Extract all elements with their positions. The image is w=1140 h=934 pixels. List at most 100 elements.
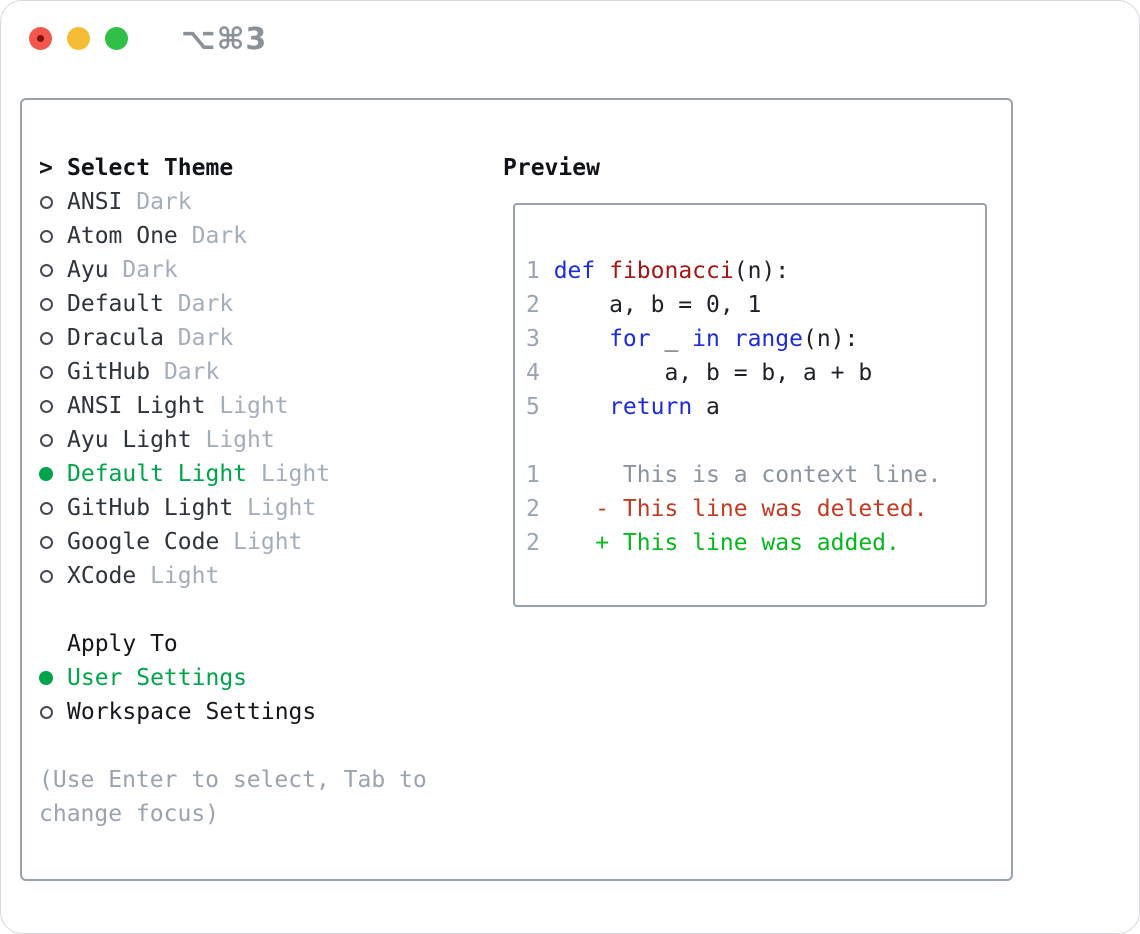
apply-to-header-row: Apply To xyxy=(39,627,427,661)
radio-icon xyxy=(39,467,67,481)
theme-option-ansi-dark[interactable]: ANSI Dark xyxy=(39,185,427,219)
radio-unselected-icon xyxy=(40,297,53,311)
apply-option-label: Workspace Settings xyxy=(67,699,317,725)
radio-icon xyxy=(39,399,67,413)
apply-option-user-settings[interactable]: User Settings xyxy=(39,661,427,695)
theme-option-default-dark[interactable]: Default Dark xyxy=(39,287,427,321)
code-token: a xyxy=(692,394,720,420)
code-token xyxy=(554,390,609,424)
radio-unselected-icon xyxy=(40,501,53,515)
code-token: a, b = b, a + b xyxy=(553,360,873,386)
line-number xyxy=(526,424,554,458)
line-number: 2 xyxy=(526,496,540,522)
theme-variant: Dark xyxy=(136,189,192,215)
code-line: 2 - This line was deleted. xyxy=(526,492,985,526)
code-line: 5 return a xyxy=(526,390,985,424)
radio-unselected-icon xyxy=(40,705,53,719)
theme-name: XCode xyxy=(67,563,137,589)
theme-name: Dracula xyxy=(67,325,164,351)
close-button[interactable] xyxy=(29,27,52,50)
radio-icon xyxy=(39,569,67,583)
theme-name: GitHub Light xyxy=(67,495,234,521)
code-token: return xyxy=(609,394,693,420)
titlebar: ⌥⌘3 xyxy=(1,1,1139,77)
minimize-button[interactable] xyxy=(67,27,90,50)
preview-header: Preview xyxy=(503,155,600,181)
radio-selected-icon xyxy=(39,467,53,481)
theme-name: Default Light xyxy=(67,461,248,487)
code-line: 2 a, b = 0, 1 xyxy=(526,288,985,322)
select-theme-header-row: > Select Theme xyxy=(39,151,427,185)
code-line: 1 This is a context line. xyxy=(526,458,985,492)
radio-selected-icon xyxy=(39,671,53,685)
radio-unselected-icon xyxy=(40,263,53,277)
radio-icon xyxy=(39,195,67,209)
radio-unselected-icon xyxy=(40,399,53,413)
theme-name: GitHub xyxy=(67,359,151,385)
prompt-icon: > xyxy=(39,155,53,181)
theme-variant: Light xyxy=(205,427,275,453)
radio-unselected-icon xyxy=(40,365,53,379)
theme-variant: Dark xyxy=(122,257,178,283)
radio-unselected-icon xyxy=(40,331,53,345)
radio-icon xyxy=(39,365,67,379)
theme-name: Ayu Light xyxy=(67,427,192,453)
code-token: in xyxy=(692,326,720,352)
code-token: fibonacci xyxy=(609,258,734,284)
select-theme-header: Select Theme xyxy=(67,155,234,181)
code-token: range xyxy=(733,326,803,352)
code-token: a, b = 0, 1 xyxy=(553,292,762,318)
line-number: 4 xyxy=(526,360,540,386)
spacer xyxy=(39,729,427,763)
radio-icon xyxy=(39,263,67,277)
theme-name: Atom One xyxy=(67,223,178,249)
code-token: _ xyxy=(650,326,693,352)
theme-name: Default xyxy=(67,291,164,317)
hint-text-line-1: (Use Enter to select, Tab to xyxy=(39,767,427,793)
code-token: (n): xyxy=(802,326,859,352)
radio-icon xyxy=(39,501,67,515)
line-number: 5 xyxy=(526,394,540,420)
code-token: (n): xyxy=(733,258,790,284)
apply-option-label: User Settings xyxy=(67,665,248,691)
radio-icon xyxy=(39,229,67,243)
theme-name: Google Code xyxy=(67,529,220,555)
radio-icon xyxy=(39,535,67,549)
theme-variant: Light xyxy=(150,563,220,589)
code-token: def xyxy=(553,258,596,284)
apply-to-header: Apply To xyxy=(67,631,178,657)
theme-variant: Dark xyxy=(177,291,234,317)
radio-unselected-icon xyxy=(40,229,53,243)
theme-option-xcode-light[interactable]: XCode Light xyxy=(39,559,427,593)
theme-name: ANSI xyxy=(67,189,123,215)
theme-option-ayu-light-light[interactable]: Ayu Light Light xyxy=(39,423,427,457)
theme-option-github-dark[interactable]: GitHub Dark xyxy=(39,355,427,389)
radio-icon xyxy=(39,671,67,685)
code-token xyxy=(554,322,609,356)
radio-icon xyxy=(39,297,67,311)
code-token: This is a context line. xyxy=(553,462,942,488)
zoom-button[interactable] xyxy=(105,27,128,50)
spacer xyxy=(39,593,427,627)
radio-icon xyxy=(39,433,67,447)
radio-icon xyxy=(39,331,67,345)
window-title: ⌥⌘3 xyxy=(181,22,268,57)
theme-variant: Dark xyxy=(163,359,220,385)
theme-variant: Light xyxy=(219,393,289,419)
radio-icon xyxy=(39,705,67,719)
apply-option-workspace-settings[interactable]: Workspace Settings xyxy=(39,695,427,729)
